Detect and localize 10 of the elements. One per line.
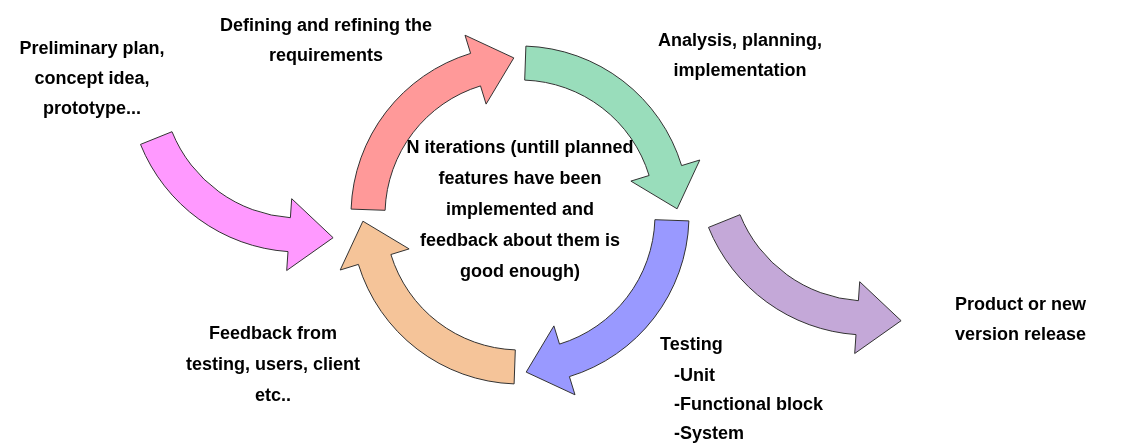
label-text: -System	[674, 422, 746, 445]
label-text: Defining and refining the requirements	[219, 14, 433, 67]
label-text: Product or new version release	[955, 293, 1088, 346]
label-text: N iterations (untill planned features have been implemented and feedback about them is good enough)	[405, 136, 635, 283]
label-text: Testing	[660, 333, 724, 356]
label-text: Analysis, planning, implementation	[657, 29, 823, 82]
label-text: Preliminary plan, concept idea, prototype...	[18, 37, 166, 120]
label-text: Feedback from testing, users, client etc..	[184, 322, 362, 407]
label-text: -Functional block	[674, 393, 824, 416]
label-text: -Unit	[674, 364, 716, 387]
